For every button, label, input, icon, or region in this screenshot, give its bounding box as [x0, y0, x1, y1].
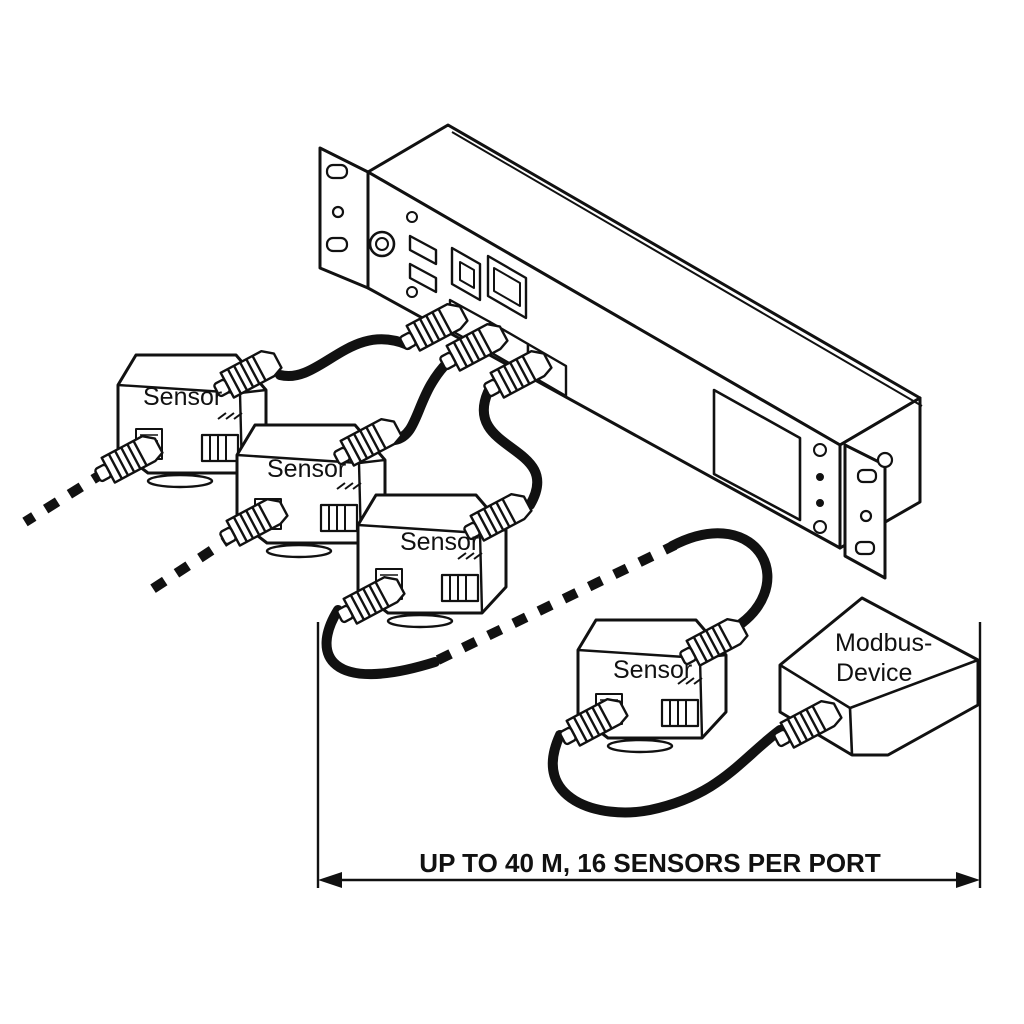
usb-port-top [408, 234, 438, 266]
sensor-label-4: Sensor [613, 656, 692, 684]
modbus-label-line1: Modbus- [835, 629, 932, 657]
dimension-label: UP TO 40 M, 16 SENSORS PER PORT [419, 848, 881, 878]
usb-port-bottom [408, 262, 438, 294]
sensor-label-3: Sensor [400, 528, 479, 556]
cable-loop-to-sensor4 [667, 528, 773, 637]
cable-port1-to-sensor1 [275, 334, 413, 382]
arrowhead-right [956, 872, 980, 888]
dimension-line [316, 622, 982, 888]
dashed-cables [22, 467, 678, 665]
dashed-cable-sensor1 [22, 467, 108, 527]
cable-port3-to-sensor3 [478, 387, 543, 510]
arrowhead-left [318, 872, 342, 888]
sensor-label-1: Sensor [143, 383, 222, 411]
display-screen [712, 388, 802, 522]
modbus-label-line2: Device [836, 659, 912, 687]
cable-sensor4-to-modbus [547, 725, 785, 818]
main-unit [318, 123, 923, 580]
dashed-cable-sensor2 [145, 530, 238, 597]
cable-sensor3-to-loop [321, 605, 440, 680]
sensor-label-2: Sensor [267, 455, 346, 483]
rack-ear-left [318, 146, 370, 290]
cable-port2-to-sensor2 [390, 357, 453, 445]
cables [275, 334, 785, 818]
